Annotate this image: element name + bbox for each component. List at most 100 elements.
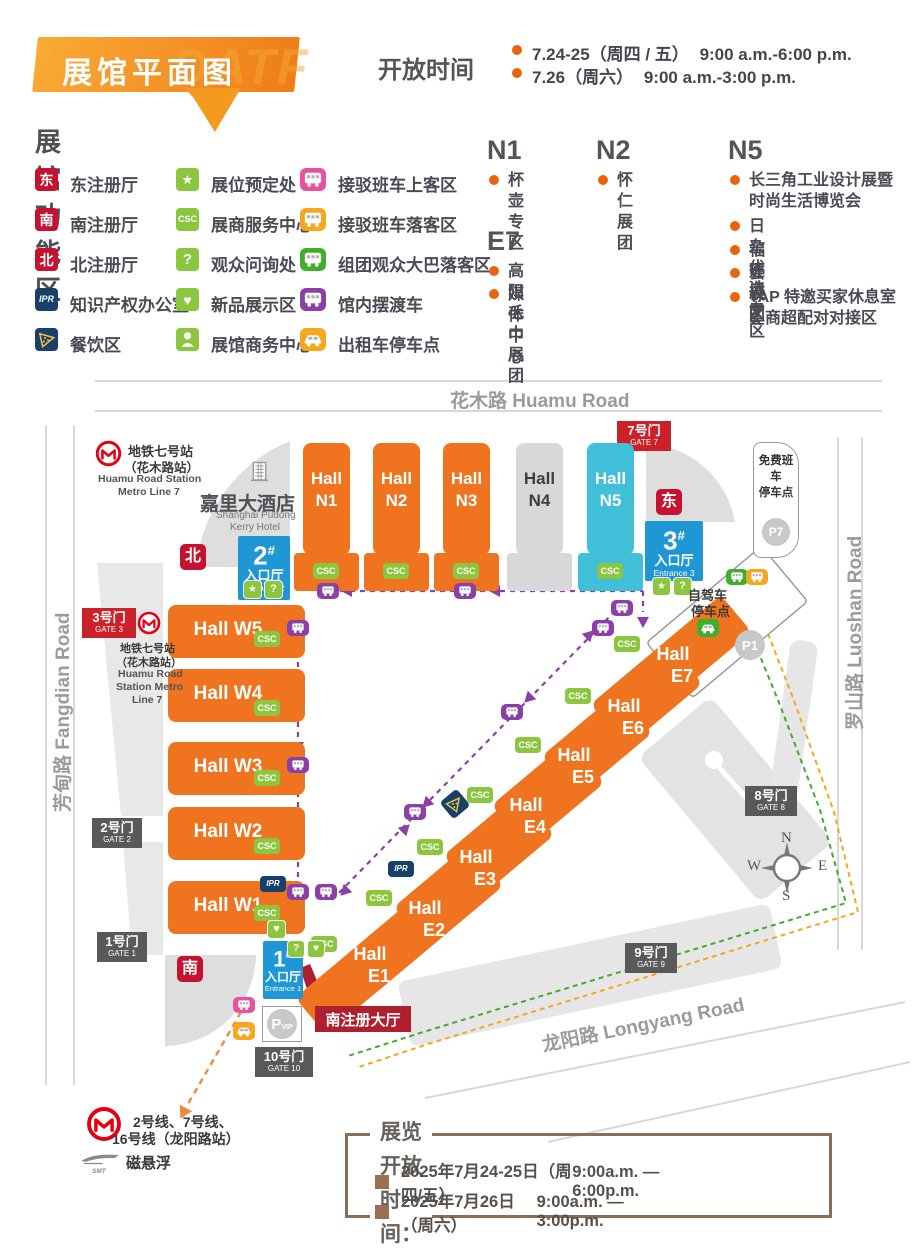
compass-s: S <box>782 888 791 904</box>
section-item: 怀仁展团 <box>598 170 633 254</box>
question-icon: ? <box>287 940 305 958</box>
inner-shuttle-stop-icon <box>454 583 476 599</box>
open-date: 7.26（周六） <box>532 68 634 87</box>
self-drive-label: 停车点 <box>691 604 731 619</box>
compass-n: N <box>781 830 792 846</box>
csc-badge: CSC <box>467 787 493 803</box>
heart-icon: ♥ <box>307 940 325 958</box>
metro-top-line: 地铁七号站 <box>128 444 194 459</box>
star-icon: ★ <box>243 580 262 599</box>
metro-top-line: Metro Line 7 <box>118 486 180 498</box>
hall-w3 <box>168 742 305 795</box>
self-drive-label: 自驾车 <box>688 588 728 603</box>
ipr-badge: IPR <box>35 288 58 311</box>
banner-watermark: DATF <box>172 39 310 95</box>
footer-box <box>345 1133 832 1218</box>
road-lines <box>45 380 911 1143</box>
footer-date: 2025年7月26日（周六） <box>401 1193 515 1235</box>
section-item: 日杂优选专区 <box>730 216 765 342</box>
shuttle-bus-dropoff-icon <box>300 208 326 231</box>
open-date: 7.24-25（周四 / 五） <box>532 45 689 64</box>
open-hours: 9:00 a.m.-6:00 p.m. <box>699 45 852 64</box>
p1-parking-badge: P1 <box>735 630 765 660</box>
group-bus-dropoff-icon <box>300 248 326 271</box>
hall-w4-label: Hall W4 <box>193 683 263 704</box>
east-badge: 东 <box>35 168 58 191</box>
legend-item-label: 展位预定处 <box>211 176 296 195</box>
hall-w5 <box>168 605 305 658</box>
road-label-fangdian: 芳甸路 Fangdian Road <box>53 612 74 812</box>
csc-badge: CSC <box>176 208 199 231</box>
csc-badge: CSC <box>565 688 591 704</box>
bullet-dot <box>489 289 499 299</box>
compass-w: W <box>747 858 762 874</box>
hall-n4 <box>516 443 563 555</box>
road-label-luoshan: 罗山路 Luoshan Road <box>845 535 866 730</box>
metro-bottom-line: 2号线、7号线、 <box>133 1114 233 1130</box>
inner-shuttle-icon <box>300 288 326 311</box>
heart-icon: ♥ <box>176 288 199 311</box>
hall-w2 <box>168 807 305 860</box>
star-icon: ★ <box>176 168 199 191</box>
maglev-smt-label: SMT <box>92 1168 106 1175</box>
open-time-dot <box>512 68 522 78</box>
legend-item-label: 展商服务中心 <box>211 216 313 235</box>
section-title-n2: N2 <box>596 135 631 165</box>
bullet-dot <box>730 268 740 278</box>
inner-shuttle-stop-icon <box>501 704 523 720</box>
metro-left-line: （花木路站） <box>116 657 182 669</box>
hall-n4-base <box>507 553 572 591</box>
csc-badge: CSC <box>417 839 443 855</box>
legend-item-label: 接驳班车上客区 <box>338 176 457 195</box>
csc-badge: CSC <box>254 905 280 921</box>
taxi-stand-icon <box>233 1022 255 1040</box>
compass-icon <box>761 842 813 894</box>
hall-w2-label: Hall W2 <box>193 821 263 842</box>
road-label-huamu: 花木路 Huamu Road <box>450 391 630 412</box>
section-item: 福建展团 <box>730 240 765 324</box>
metro-left-line: Station Metro <box>116 681 184 693</box>
legend-item-label: 观众问询处 <box>211 256 296 275</box>
maglev-label: 磁悬浮 <box>126 1155 172 1172</box>
person-icon <box>176 328 199 351</box>
hall-n1 <box>303 443 350 555</box>
legend-item-label: 南注册厅 <box>70 216 138 235</box>
footer-row: 2025年7月26日（周六） 9:00a.m. — 3:00p.m. <box>375 1188 653 1236</box>
inner-shuttle-stop-icon <box>592 620 614 636</box>
kerry-hotel-en: Kerry Hotel <box>230 522 281 533</box>
section-title-n1: N1 <box>487 135 522 165</box>
inner-shuttle-stop-icon <box>404 804 426 820</box>
maglev-icon <box>80 1152 120 1167</box>
south-badge: 南 <box>35 208 58 231</box>
legend-item-label: 组团观众大巴落客区 <box>338 256 491 275</box>
star-icon: ★ <box>652 577 671 596</box>
bullet-dot <box>730 221 740 231</box>
section-item: TAP 特邀买家休息室 & 商超配对对接区 <box>730 287 910 329</box>
footer-hours: 9:00a.m. — 3:00p.m. <box>536 1193 624 1230</box>
open-time-label: 开放时间 <box>378 57 474 84</box>
csc-badge: CSC <box>453 563 479 579</box>
page-title: 展馆平面图 <box>62 57 237 90</box>
legend-item-label: 东注册厅 <box>70 176 138 195</box>
inner-shuttle-stop-icon <box>287 620 309 636</box>
bullet-dot <box>730 292 740 302</box>
car-icon <box>697 619 719 637</box>
metro-icon <box>95 440 122 467</box>
csc-badge: CSC <box>254 770 280 786</box>
metro-top-line: （花木路站） <box>124 461 200 475</box>
csc-badge: CSC <box>254 700 280 716</box>
footer-row: 2025年7月24-25日（周四/五） 9:00a.m. — 6:00p.m. <box>375 1158 693 1206</box>
footer-bullet <box>375 1205 389 1219</box>
bullet-dot <box>730 245 740 255</box>
question-icon: ? <box>264 580 283 599</box>
open-hours: 9:00 a.m.-3:00 p.m. <box>643 68 796 87</box>
